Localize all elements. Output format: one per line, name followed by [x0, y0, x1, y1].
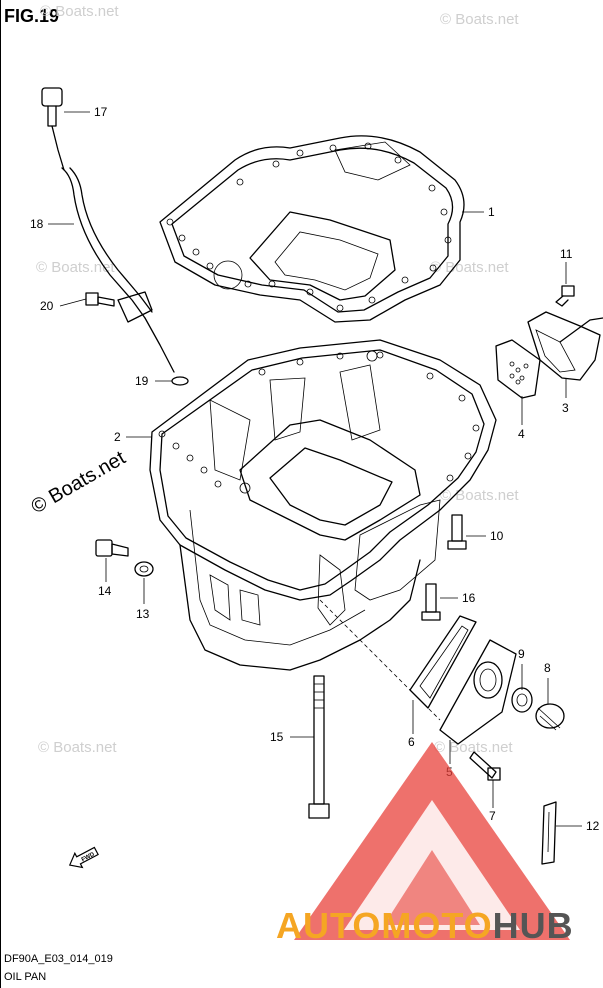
watermark-2: © Boats.net — [440, 11, 519, 28]
part-1-gasket — [159, 135, 465, 323]
watermark-3: © Boats.net — [36, 259, 115, 276]
part-9-oil-seal — [511, 687, 533, 713]
watermark-prominent: © Boats.net — [28, 447, 130, 519]
part-3-oil-strainer — [527, 311, 603, 381]
callout-3: 3 — [562, 401, 569, 415]
callout-15: 15 — [270, 730, 284, 744]
callout-14: 14 — [98, 584, 112, 598]
callout-4: 4 — [518, 427, 525, 441]
part-4-strainer-seal — [495, 339, 541, 399]
callout-17: 17 — [94, 105, 108, 119]
callout-11: 11 — [560, 247, 573, 261]
callout-13: 13 — [136, 607, 150, 621]
callout-8: 8 — [544, 661, 551, 675]
brand-part-1: AUTOMOTO — [276, 905, 493, 946]
watermark-1: © Boats.net — [40, 3, 119, 20]
part-19-oring — [171, 376, 189, 386]
part-5-cover — [439, 639, 517, 745]
callout-12: 12 — [586, 819, 600, 833]
footer-code: DF90A_E03_014_019 — [4, 953, 113, 965]
part-14-drain-bolt — [95, 539, 129, 557]
callout-7: 7 — [489, 809, 496, 823]
callout-9: 9 — [518, 647, 525, 661]
callout-labels: 17 18 20 19 1 2 11 3 4 10 16 14 13 15 6 … — [30, 105, 600, 833]
footer-name: OIL PAN — [4, 971, 46, 983]
part-2-oil-pan — [149, 339, 497, 671]
part-11-bolt — [555, 285, 575, 307]
callout-1: 1 — [488, 205, 495, 219]
part-18-guide-tube — [61, 167, 175, 373]
part-20-bolt — [85, 292, 115, 307]
brand-automoto: AUTOMOTOHUB — [276, 905, 574, 946]
watermark-5: © Boats.net — [440, 487, 519, 504]
callout-2: 2 — [114, 430, 121, 444]
leader-lines — [48, 111, 582, 827]
callout-18: 18 — [30, 217, 44, 231]
callout-10: 10 — [490, 529, 504, 543]
part-8-plug — [535, 703, 565, 731]
part-6-gasket — [409, 615, 477, 709]
assembly-dash-line — [319, 599, 441, 721]
callout-16: 16 — [462, 591, 476, 605]
figure-title: FIG.19 — [4, 6, 59, 26]
watermark-7: © Boats.net — [434, 739, 513, 756]
automotohub-logo: AUTOMOTOHUB — [276, 742, 574, 946]
watermark-6: © Boats.net — [38, 739, 117, 756]
part-10-bolt — [447, 514, 467, 550]
watermark-4: © Boats.net — [430, 259, 509, 276]
part-13-washer — [134, 561, 154, 577]
callout-6: 6 — [408, 735, 415, 749]
fwd-arrow-icon: FWD — [68, 846, 99, 869]
part-16-bolt — [421, 583, 441, 621]
part-12-clip — [541, 801, 557, 865]
callout-19: 19 — [135, 374, 149, 388]
part-7-bolt — [469, 751, 501, 781]
part-17-dipstick — [41, 87, 65, 171]
part-15-long-bolt — [308, 675, 330, 819]
brand-part-2: HUB — [493, 905, 574, 946]
callout-20: 20 — [40, 299, 54, 313]
